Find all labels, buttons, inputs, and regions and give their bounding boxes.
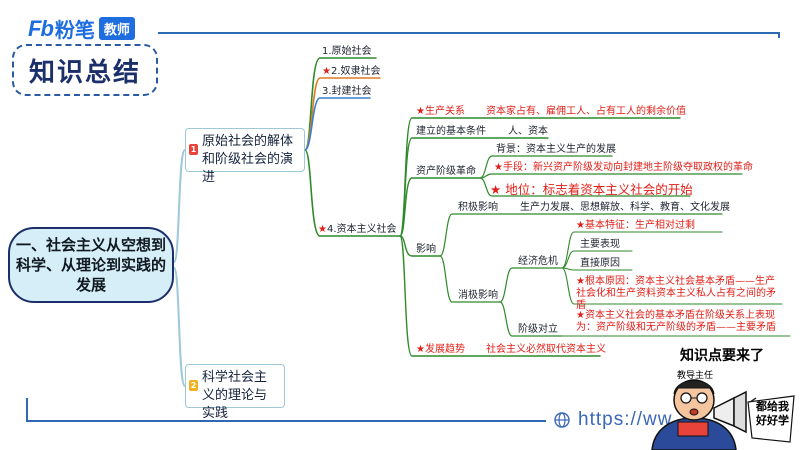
logo-fb-mark: Fb (28, 15, 54, 41)
economic-crisis-label: 经济危机 (518, 256, 558, 267)
branch-2-node: 2 科学社会主义的理论与实践 (185, 364, 285, 421)
basic-conditions-detail: 人、资本 (508, 126, 548, 137)
branch-2-label: 科学社会主义的理论与实践 (202, 370, 268, 421)
crisis-root-cause: ★根本原因：资本主义社会基本矛盾——生产社会化和生产资料资本主义私人占有之间的矛… (576, 276, 776, 311)
top-divider-end (778, 32, 780, 38)
development-trend: ★发展趋势 (416, 344, 465, 355)
society-primitive: 1.原始社会 (322, 46, 372, 57)
revolution-background: 背景：资本主义生产的发展 (496, 144, 616, 155)
development-trend-detail: 社会主义必然取代资本主义 (486, 344, 606, 355)
teacher-illustration (651, 379, 795, 450)
society-slave-label: 2.奴隶社会 (330, 66, 381, 77)
logo-brand-text: 粉笔 (54, 18, 95, 42)
society-feudal: 3.封建社会 (322, 86, 372, 97)
title-box: 知识总结 (12, 44, 158, 96)
bottom-divider-end (26, 398, 28, 422)
class-conflict-detail-label: 资本主义社会的基本矛盾在阶级关系上表现为：资产阶级和无产阶级的矛盾——主要矛盾 (576, 310, 776, 333)
page-title: 知识总结 (28, 57, 141, 88)
brand-logo: Fb 粉笔 教师 (28, 14, 135, 43)
crisis-manifest: 主要表现 (580, 239, 620, 250)
production-relations: ★生产关系 (416, 106, 465, 117)
teacher-role: 教导主任 (677, 371, 714, 381)
revolution-status-label: 地位：标志着资本主义社会的开始 (505, 182, 693, 197)
root-topic-label: 一、社会主义从空想到科学、从理论到实践的发展 (16, 236, 167, 294)
crisis-feature-label: 基本特征：生产相对过剩 (584, 220, 695, 231)
branch-1-badge: 1 (189, 144, 198, 155)
production-relations-label: 生产关系 (424, 106, 465, 117)
society-capitalist-label: 4.资本主义社会 (326, 224, 397, 235)
development-trend-label: 发展趋势 (424, 344, 465, 355)
crisis-feature: ★基本特征：生产相对过剩 (576, 220, 695, 231)
positive-influence-detail: 生产力发展、思想解放、科学、教育、文化发展 (520, 202, 730, 213)
root-topic-node: 一、社会主义从空想到科学、从理论到实践的发展 (8, 227, 174, 303)
globe-icon (554, 412, 570, 428)
branch-1-label: 原始社会的解体和阶级社会的演进 (202, 134, 294, 185)
logo-tag: 教师 (98, 17, 135, 40)
branch-1-node: 1 原始社会的解体和阶级社会的演进 (185, 128, 305, 185)
class-conflict-detail: ★资本主义社会的基本矛盾在阶级关系上表现为：资产阶级和无产阶级的矛盾——主要矛盾 (576, 310, 776, 333)
negative-influence-label: 消极影响 (458, 290, 498, 301)
revolution-means-label: 手段：新兴资产阶级发动向封建地主阶级夺取政权的革命 (502, 162, 753, 173)
crisis-direct-cause: 直接原因 (580, 258, 620, 269)
revolution-label: 资产阶级革命 (416, 166, 476, 177)
basic-conditions-label: 建立的基本条件 (416, 126, 486, 137)
class-conflict-label: 阶级对立 (518, 324, 558, 335)
revolution-status: ★ 地位：标志着资本主义社会的开始 (490, 182, 693, 197)
production-relations-detail: 资本家占有、雇佣工人、占有工人的剩余价值 (486, 106, 686, 117)
branch-2-badge: 2 (189, 380, 198, 391)
society-slave: ★2.奴隶社会 (322, 66, 381, 77)
positive-influence-label: 积极影响 (458, 202, 498, 213)
teacher-headline: 知识点要来了 (680, 348, 764, 364)
crisis-root-cause-label: 根本原因：资本主义社会基本矛盾——生产社会化和生产资料资本主义私人占有之间的矛盾 (576, 276, 776, 311)
influence-label: 影响 (416, 244, 436, 255)
website-url-text: https://ww (578, 409, 673, 430)
revolution-means: ★手段：新兴资产阶级发动向封建地主阶级夺取政权的革命 (494, 162, 753, 173)
top-divider (158, 32, 780, 34)
bottom-divider (26, 420, 546, 422)
society-capitalist: ★4.资本主义社会 (318, 224, 397, 235)
teacher-speech: 都给我好好学 (756, 400, 789, 427)
website-url: https://ww (554, 409, 672, 431)
